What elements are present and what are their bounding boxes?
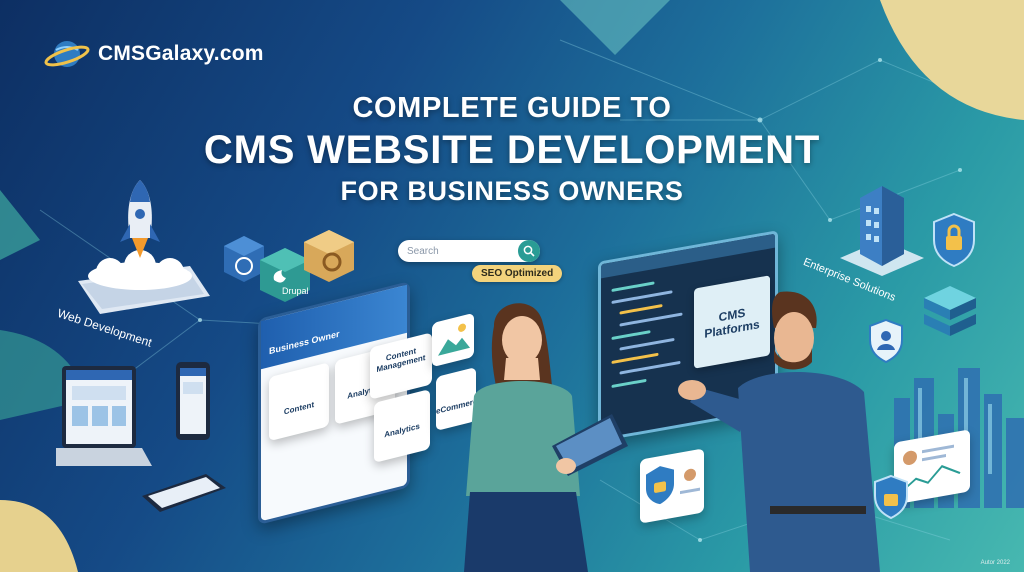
content-card-label: Content (283, 399, 315, 417)
server-icon (924, 286, 976, 336)
headline-line-2: CMS WEBSITE DEVELOPMENT (203, 128, 821, 172)
cms-blocks: Drupal (222, 224, 362, 304)
headline-line-1: COMPLETE GUIDE TO (352, 92, 672, 124)
analytics-card-2-label: Analytics (384, 421, 420, 440)
enterprise-building-icon (840, 186, 924, 276)
wordpress-block-icon (224, 236, 264, 282)
search-button[interactable] (518, 240, 540, 262)
planet-icon (44, 41, 90, 67)
gold-corner-bottom-left (0, 500, 78, 572)
code-window (598, 230, 778, 442)
image-card[interactable] (432, 312, 474, 368)
image-icon (438, 323, 470, 356)
gold-corner-top-right (880, 0, 1024, 120)
search-bar[interactable]: Search (398, 240, 540, 262)
security-card[interactable] (640, 448, 704, 524)
profile-chart-card[interactable] (894, 429, 970, 505)
headline-line-3: FOR BUSINESS OWNERS (340, 176, 684, 206)
drupal-block-icon (260, 248, 310, 302)
devices-illustration (56, 362, 226, 512)
profile-chart-graphic (901, 444, 961, 493)
user-shield-icon (869, 318, 903, 364)
teal-triangle-top (560, 0, 670, 55)
rocket-launch-illustration (78, 180, 210, 314)
woman-with-tablet (464, 303, 628, 572)
seo-optimized-badge: SEO Optimized (472, 265, 563, 282)
joomla-block-icon (304, 230, 354, 282)
drupal-label: Drupal (282, 286, 309, 296)
lock-shield-icon-2 (874, 474, 908, 520)
content-card[interactable]: Content (269, 362, 329, 442)
teal-shape-left (0, 190, 40, 260)
lock-shield-icon (933, 212, 975, 268)
man-presenting (678, 291, 880, 572)
shield-lock-icon (646, 466, 700, 505)
code-lines (611, 281, 683, 388)
brand-name: CMSGalaxy.com (98, 42, 264, 65)
credit-text: Autor 2022 (980, 560, 1010, 566)
search-icon (523, 245, 535, 257)
search-placeholder: Search (407, 245, 439, 257)
brand-logo[interactable]: CMSGalaxy.com (44, 34, 264, 74)
content-management-label: Content Management (376, 346, 426, 375)
